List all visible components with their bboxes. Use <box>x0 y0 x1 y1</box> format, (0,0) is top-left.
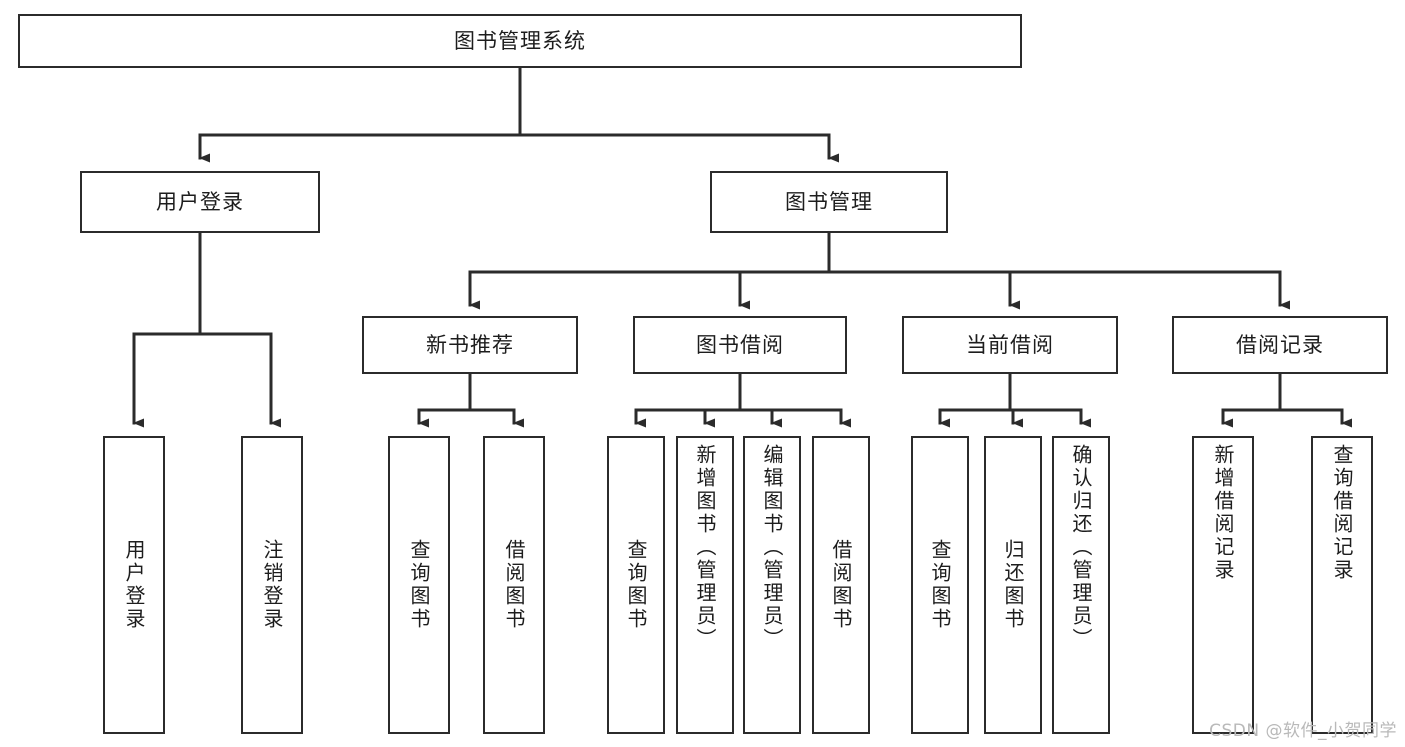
watermark-text: CSDN @软件_小贺同学 <box>1209 721 1397 741</box>
node-root-system[interactable]: 图书管理系统 <box>18 14 1022 68</box>
node-label: 当前借阅 <box>966 332 1054 357</box>
node-leaf-logout[interactable]: 注销登录 <box>241 436 303 734</box>
node-label: 确认归还（管理员） <box>1069 444 1093 651</box>
node-label: 查询借阅记录 <box>1330 444 1354 582</box>
node-leaf-confirm-return-admin[interactable]: 确认归还（管理员） <box>1052 436 1110 734</box>
node-leaf-query-book-borrow[interactable]: 查询图书 <box>607 436 665 734</box>
node-book-borrow[interactable]: 图书借阅 <box>633 316 847 374</box>
node-leaf-user-login[interactable]: 用户登录 <box>103 436 165 734</box>
node-label: 借阅图书 <box>502 539 526 631</box>
node-new-book-recommend[interactable]: 新书推荐 <box>362 316 578 374</box>
node-leaf-return-book[interactable]: 归还图书 <box>984 436 1042 734</box>
node-label: 借阅图书 <box>829 539 853 631</box>
node-leaf-query-borrow-record[interactable]: 查询借阅记录 <box>1311 436 1373 734</box>
node-label: 查询图书 <box>928 539 952 631</box>
node-label: 图书管理 <box>785 189 873 214</box>
node-label: 图书借阅 <box>696 332 784 357</box>
node-leaf-add-borrow-record[interactable]: 新增借阅记录 <box>1192 436 1254 734</box>
node-leaf-query-book-current[interactable]: 查询图书 <box>911 436 969 734</box>
node-leaf-query-book-recommend[interactable]: 查询图书 <box>388 436 450 734</box>
node-label: 编辑图书（管理员） <box>760 444 784 651</box>
node-label: 新书推荐 <box>426 332 514 357</box>
node-label: 归还图书 <box>1001 539 1025 631</box>
node-leaf-edit-book-admin[interactable]: 编辑图书（管理员） <box>743 436 801 734</box>
node-borrow-record[interactable]: 借阅记录 <box>1172 316 1388 374</box>
node-leaf-borrow-book-recommend[interactable]: 借阅图书 <box>483 436 545 734</box>
node-label: 借阅记录 <box>1236 332 1324 357</box>
node-label: 注销登录 <box>260 539 284 631</box>
node-user-login[interactable]: 用户登录 <box>80 171 320 233</box>
node-book-manage[interactable]: 图书管理 <box>710 171 948 233</box>
node-label: 查询图书 <box>407 539 431 631</box>
node-label: 新增图书（管理员） <box>693 444 717 651</box>
node-label: 用户登录 <box>156 189 244 214</box>
node-label: 查询图书 <box>624 539 648 631</box>
node-label: 图书管理系统 <box>454 28 586 53</box>
node-leaf-borrow-book[interactable]: 借阅图书 <box>812 436 870 734</box>
node-label: 新增借阅记录 <box>1211 444 1235 582</box>
node-label: 用户登录 <box>122 539 146 631</box>
node-current-borrow[interactable]: 当前借阅 <box>902 316 1118 374</box>
node-leaf-add-book-admin[interactable]: 新增图书（管理员） <box>676 436 734 734</box>
